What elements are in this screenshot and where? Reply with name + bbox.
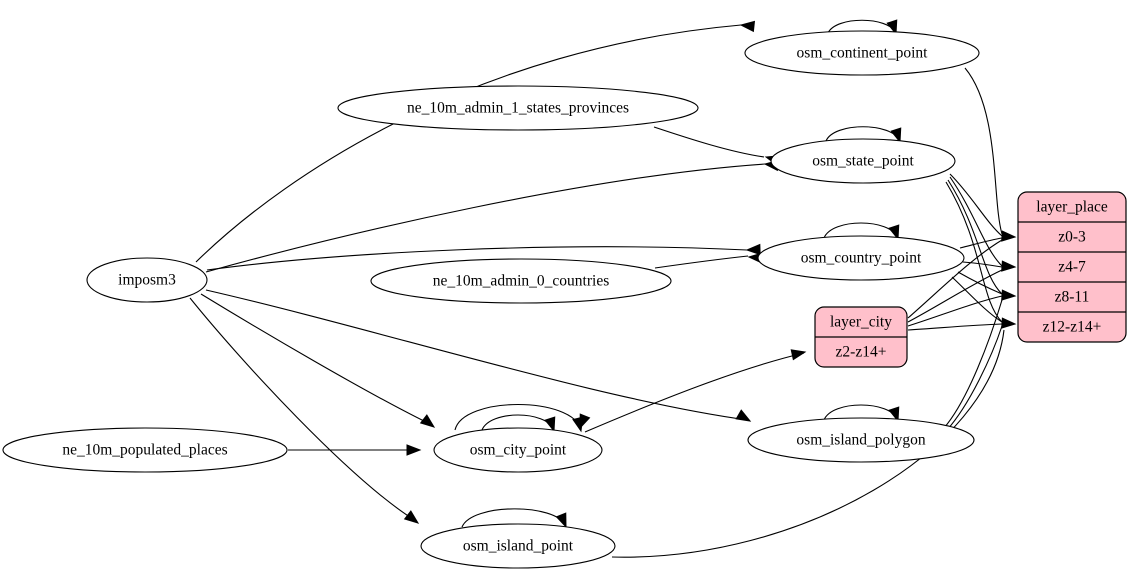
arrowhead-osm_island_polygon [735, 409, 752, 422]
record-row-label-layer_place-z12: z12-z14+ [1043, 319, 1102, 336]
edge-layer_city-to-layer_place-z8-11 [907, 295, 1003, 327]
edge-osm_country_point-to-layer_place-z8-11 [957, 271, 1003, 295]
arrowhead-layer_place-z8-11 [1001, 289, 1017, 301]
node-label-osm_island_polygon: osm_island_polygon [796, 432, 925, 449]
node-shape-ne_10m_admin_1_states_provinces [337, 85, 699, 131]
arrowhead-self-state [890, 127, 902, 144]
node-label-ne_10m_admin_1_states_provinces: ne_10m_admin_1_states_provinces [407, 100, 629, 117]
node-label-osm_continent_point: osm_continent_point [797, 45, 929, 62]
edge-osm_island_point-to-layer_place-z12 [611, 329, 1005, 558]
node-ne_10m_admin_1_states_provinces[interactable]: ne_10m_admin_1_states_provinces [337, 85, 699, 131]
edge-osm_state_point-to-layer_place-z0-3 [949, 173, 1003, 237]
node-imposm3[interactable]: imposm3 [86, 257, 208, 303]
edge-ne_10m_admin_0_countries-to-osm_country_point [654, 255, 749, 269]
arrowhead-self-island-point [555, 512, 567, 529]
node-osm_island_polygon[interactable]: osm_island_polygon [747, 417, 975, 463]
edge-imposm3-to-osm_city_point [200, 293, 433, 426]
arrowhead-osm_city_point2 [406, 444, 422, 456]
node-label-imposm3: imposm3 [118, 272, 176, 289]
edge-imposm3-to-osm_island_polygon [205, 289, 749, 421]
node-shape-osm_island_point [420, 523, 616, 569]
edge-osm_state_point-to-layer_place-z12 [945, 181, 1003, 323]
node-shape-osm_state_point [770, 138, 956, 184]
record-node-layer_place[interactable]: layer_place z0-3 z4-7 z8-11 z12-z14+ [1017, 191, 1127, 343]
record-row-label-layer_place-header: layer_place [1036, 199, 1108, 216]
arrowhead-self-island-poly [888, 406, 900, 423]
record-outline-layer_place [1017, 191, 1127, 343]
node-shape-osm_country_point [757, 235, 965, 281]
arrowhead-self-city2 [572, 416, 584, 433]
edge-osm_city_point-to-osm_city_point-loop2 [454, 403, 582, 431]
record-row-label-layer_city-z2: z2-z14+ [836, 344, 887, 361]
record-nodes-layer: layer_place z0-3 z4-7 z8-11 z12-z14+ layer_ci… [814, 191, 1127, 368]
node-label-osm_state_point: osm_state_point [812, 153, 914, 170]
record-row-label-layer_place-z8-11: z8-11 [1055, 289, 1090, 306]
edge-imposm3-to-osm_continent_point [195, 24, 742, 263]
node-label-osm_country_point: osm_country_point [801, 250, 922, 267]
arrowhead-self-continent [886, 19, 898, 36]
node-shape-imposm3 [86, 257, 208, 303]
edge-imposm3-to-osm_island_point [189, 297, 417, 522]
edge-osm_city_point-to-layer_city-z2 [584, 352, 805, 433]
edge-osm_country_point-to-layer_place-z0-3 [959, 237, 1003, 249]
edge-osm_state_point-to-layer_place-z8-11 [947, 179, 1003, 295]
node-osm_state_point[interactable]: osm_state_point [770, 138, 956, 184]
node-label-osm_island_point: osm_island_point [463, 538, 574, 555]
arrowhead-layer_place-z0-3 [1001, 230, 1017, 242]
edge-osm_continent_point-to-layer_place-z0-3 [964, 67, 1003, 235]
record-row-label-layer_place-z4-7: z4-7 [1058, 259, 1086, 276]
node-shape-osm_continent_point [744, 30, 980, 76]
arrowhead-layer_place-z12 [1001, 317, 1017, 329]
node-ne_10m_admin_0_countries[interactable]: ne_10m_admin_0_countries [370, 258, 672, 304]
edge-osm_country_point-to-layer_place-z12 [951, 276, 1003, 323]
node-shape-ne_10m_admin_0_countries [370, 258, 672, 304]
node-shape-ne_10m_populated_places [2, 427, 288, 473]
record-row-label-layer_place-z0-3: z0-3 [1058, 229, 1086, 246]
node-osm_country_point[interactable]: osm_country_point [757, 235, 965, 281]
arrowhead-osm_island_point [403, 510, 420, 524]
node-osm_city_point[interactable]: osm_city_point [433, 427, 603, 473]
arrowhead-layer_city-z2 [790, 349, 807, 361]
edge-imposm3-to-osm_country_point [206, 246, 748, 271]
node-label-osm_city_point: osm_city_point [470, 442, 567, 459]
ellipse-nodes-layer: imposm3 ne_10m_admin_1_states_provincesne… [2, 30, 980, 569]
node-label-ne_10m_populated_places: ne_10m_populated_places [62, 442, 227, 459]
edge-osm_country_point-to-layer_place-z4-7 [962, 261, 1003, 268]
edge-osm_island_polygon-to-layer_place-z8-11 [943, 299, 1003, 429]
record-node-layer_city[interactable]: layer_city z2-z14+ [814, 306, 908, 368]
record-row-label-layer_city-header: layer_city [830, 314, 892, 331]
node-label-ne_10m_admin_0_countries: ne_10m_admin_0_countries [433, 273, 610, 290]
arrowhead-self-city [544, 416, 556, 433]
arrowhead-self-country [888, 224, 900, 241]
edge-osm_state_point-to-layer_place-z4-7 [949, 176, 1003, 267]
edge-layer_city-to-layer_place-z0-3 [907, 239, 1003, 319]
arrowhead-osm_continent_point [739, 20, 756, 33]
node-shape-osm_island_polygon [747, 417, 975, 463]
node-shape-osm_city_point [433, 427, 603, 473]
arrowhead-osm_country_point [745, 243, 761, 256]
edge-layer_city-to-layer_place-z4-7 [907, 269, 1003, 323]
edge-ne_10m_admin_1_states_provinces-to-osm_state_point [653, 126, 765, 158]
edge-imposm3-to-osm_state_point [205, 163, 766, 273]
edge-layer_city-to-layer_place-z12 [907, 323, 1003, 331]
arrowhead-layer_place-z4-7 [1001, 260, 1017, 272]
node-ne_10m_populated_places[interactable]: ne_10m_populated_places [2, 427, 288, 473]
node-osm_continent_point[interactable]: osm_continent_point [744, 30, 980, 76]
node-osm_island_point[interactable]: osm_island_point [420, 523, 616, 569]
edge-osm_island_polygon-to-layer_place-z12 [946, 325, 1003, 431]
arrowhead-osm_city_point [419, 414, 436, 428]
